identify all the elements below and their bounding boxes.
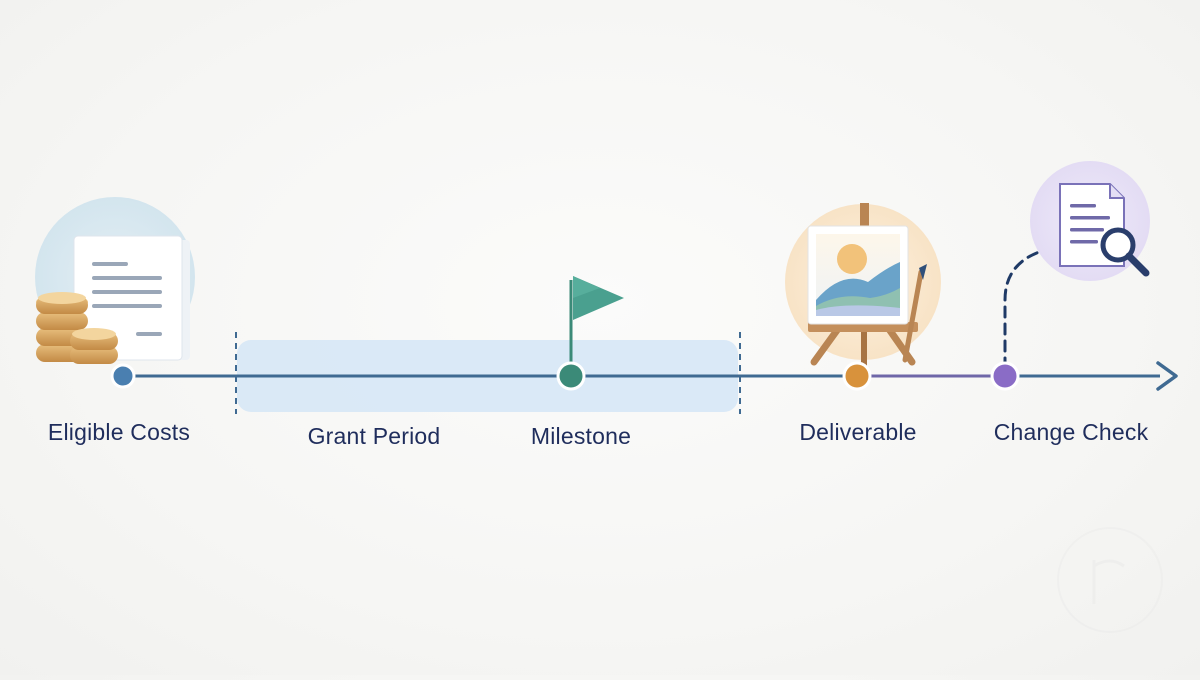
node-milestone — [556, 361, 586, 391]
arrow-head-icon — [1156, 361, 1178, 391]
flag-icon — [569, 276, 624, 362]
label-milestone: Milestone — [530, 423, 632, 449]
document-magnifier-icon — [1030, 161, 1150, 281]
label-deliverable: Deliverable — [799, 419, 917, 445]
watermark-logo — [1057, 527, 1163, 633]
easel-painting-icon — [785, 203, 941, 369]
label-eligible-costs: Eligible Costs — [47, 419, 191, 445]
node-change-check — [990, 361, 1020, 391]
node-deliverable — [842, 361, 872, 391]
coins-and-document-icon — [35, 197, 195, 364]
change-check-dashed-connector — [1003, 248, 1047, 370]
node-eligible-costs — [110, 363, 136, 389]
label-change-check: Change Check — [993, 419, 1149, 445]
label-grant-period: Grant Period — [307, 423, 441, 449]
